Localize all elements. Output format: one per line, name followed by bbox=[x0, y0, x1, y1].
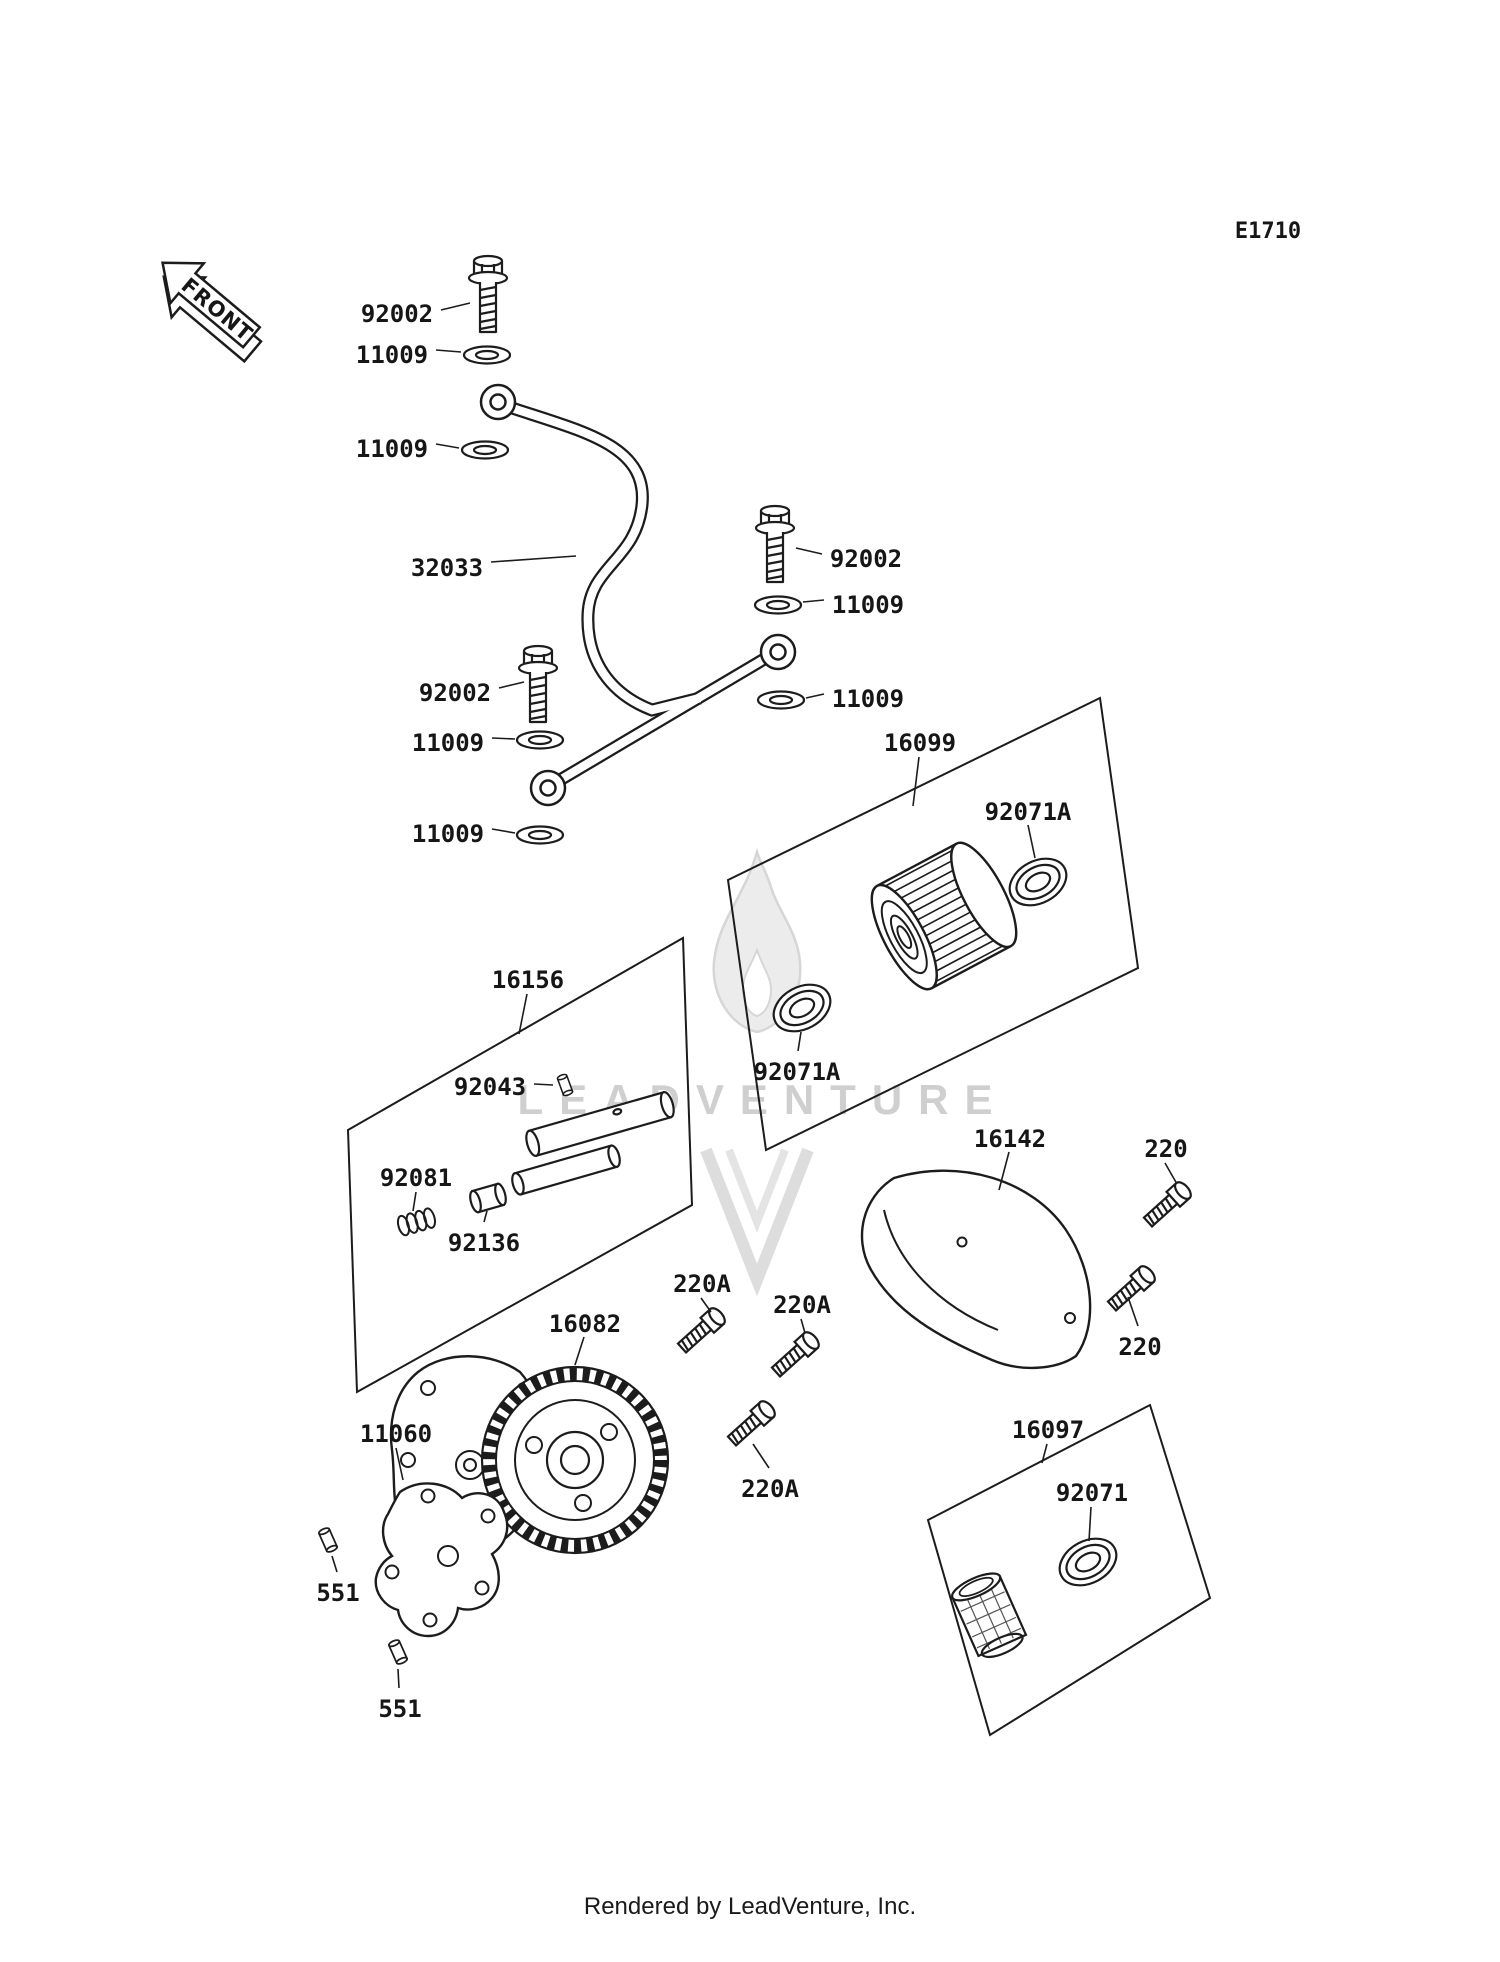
callout-92136[interactable]: 92136 bbox=[448, 1229, 520, 1257]
callout-220-lower[interactable]: 220 bbox=[1118, 1333, 1161, 1361]
callout-92002-top[interactable]: 92002 bbox=[361, 300, 433, 328]
oil-pipe-lower-core bbox=[557, 654, 769, 784]
callout-16097[interactable]: 16097 bbox=[1012, 1416, 1084, 1444]
footer-credit: Rendered by LeadVenture, Inc. bbox=[584, 1893, 916, 1920]
diagram-code: E1710 bbox=[1235, 219, 1301, 244]
cover-screw-220-upper bbox=[1140, 1178, 1195, 1231]
leadventure-watermark: LEADVENTURE bbox=[517, 847, 993, 1297]
valve-pipe-short bbox=[511, 1144, 621, 1196]
banjo-bolt-right bbox=[754, 504, 796, 584]
valve-bushing-92136 bbox=[469, 1182, 507, 1214]
callout-16082[interactable]: 16082 bbox=[549, 1310, 621, 1338]
washer-right-1 bbox=[753, 595, 803, 615]
banjo-bolt-top bbox=[467, 254, 509, 334]
callout-92071[interactable]: 92071 bbox=[1056, 1479, 1128, 1507]
callout-11009-4[interactable]: 11009 bbox=[832, 685, 904, 713]
oil-pipe-assembly bbox=[460, 254, 806, 845]
pump-gasket bbox=[374, 1482, 509, 1638]
callout-92071a-upper[interactable]: 92071A bbox=[985, 798, 1072, 826]
banjo-bolt-left bbox=[517, 644, 559, 724]
screen-seal-92071 bbox=[1050, 1528, 1126, 1596]
oil-filter-element bbox=[870, 841, 1018, 991]
callout-16099[interactable]: 16099 bbox=[884, 729, 956, 757]
dowel-pin-551-upper bbox=[317, 1525, 339, 1555]
callout-92002-left[interactable]: 92002 bbox=[419, 679, 491, 707]
front-arrow-shape bbox=[161, 261, 262, 350]
callout-220a-1[interactable]: 220A bbox=[673, 1270, 731, 1298]
washer-top-1 bbox=[462, 345, 512, 365]
pump-cover bbox=[860, 1169, 1092, 1370]
callout-11009-6[interactable]: 11009 bbox=[412, 820, 484, 848]
washer-right-2 bbox=[756, 690, 806, 710]
callout-11009-1[interactable]: 11009 bbox=[356, 341, 428, 369]
group-box-16097 bbox=[926, 1403, 1212, 1737]
pump-screw-220a-3 bbox=[724, 1397, 779, 1450]
callout-92002-right[interactable]: 92002 bbox=[830, 545, 902, 573]
leader-lines bbox=[331, 302, 1178, 1689]
part-callouts: 92002 11009 11009 32033 92002 11009 9200… bbox=[316, 300, 1187, 1723]
banjo-eye-left bbox=[529, 769, 567, 807]
washer-left-1 bbox=[515, 730, 565, 750]
callout-11009-3[interactable]: 11009 bbox=[832, 591, 904, 619]
oil-pipe-core bbox=[510, 403, 702, 715]
oil-screen-kit bbox=[950, 1528, 1126, 1659]
washer-left-2 bbox=[515, 825, 565, 845]
callout-551-lower[interactable]: 551 bbox=[378, 1695, 421, 1723]
callout-16156[interactable]: 16156 bbox=[492, 966, 564, 994]
callout-11060[interactable]: 11060 bbox=[360, 1420, 432, 1448]
pump-screw-220a-1 bbox=[674, 1304, 729, 1357]
callout-220a-2[interactable]: 220A bbox=[773, 1291, 831, 1319]
oil-screen bbox=[950, 1572, 1028, 1659]
callout-11009-5[interactable]: 11009 bbox=[412, 729, 484, 757]
callout-92043[interactable]: 92043 bbox=[454, 1073, 526, 1101]
valve-pipe-long bbox=[525, 1090, 675, 1158]
callout-220-upper[interactable]: 220 bbox=[1144, 1135, 1187, 1163]
callout-551-upper[interactable]: 551 bbox=[316, 1579, 359, 1607]
pump-gear bbox=[480, 1365, 670, 1555]
pump-screw-220a-2 bbox=[768, 1328, 823, 1381]
oil-pump-assembly bbox=[389, 1355, 670, 1558]
banjo-eye-right bbox=[759, 633, 797, 671]
dowel-pin-551-lower bbox=[387, 1637, 409, 1667]
group-box-16156 bbox=[346, 936, 694, 1394]
watermark-flame-inner bbox=[741, 947, 773, 1018]
callout-32033[interactable]: 32033 bbox=[411, 554, 483, 582]
watermark-v-icon bbox=[700, 1147, 814, 1297]
callout-220a-3[interactable]: 220A bbox=[741, 1475, 799, 1503]
valve-spring-92081 bbox=[396, 1207, 436, 1237]
relief-valve-kit bbox=[396, 1072, 675, 1237]
callout-16142[interactable]: 16142 bbox=[974, 1125, 1046, 1153]
front-direction-arrow: FRONT bbox=[161, 261, 263, 364]
watermark-v-inner bbox=[725, 1148, 789, 1234]
filter-seal-upper bbox=[1000, 848, 1076, 916]
callout-11009-2[interactable]: 11009 bbox=[356, 435, 428, 463]
callout-92081[interactable]: 92081 bbox=[380, 1164, 452, 1192]
group-box-16099 bbox=[726, 696, 1140, 1152]
washer-top-2 bbox=[460, 440, 510, 460]
callout-92071a-lower[interactable]: 92071A bbox=[754, 1058, 841, 1086]
banjo-eye-top bbox=[479, 383, 517, 421]
